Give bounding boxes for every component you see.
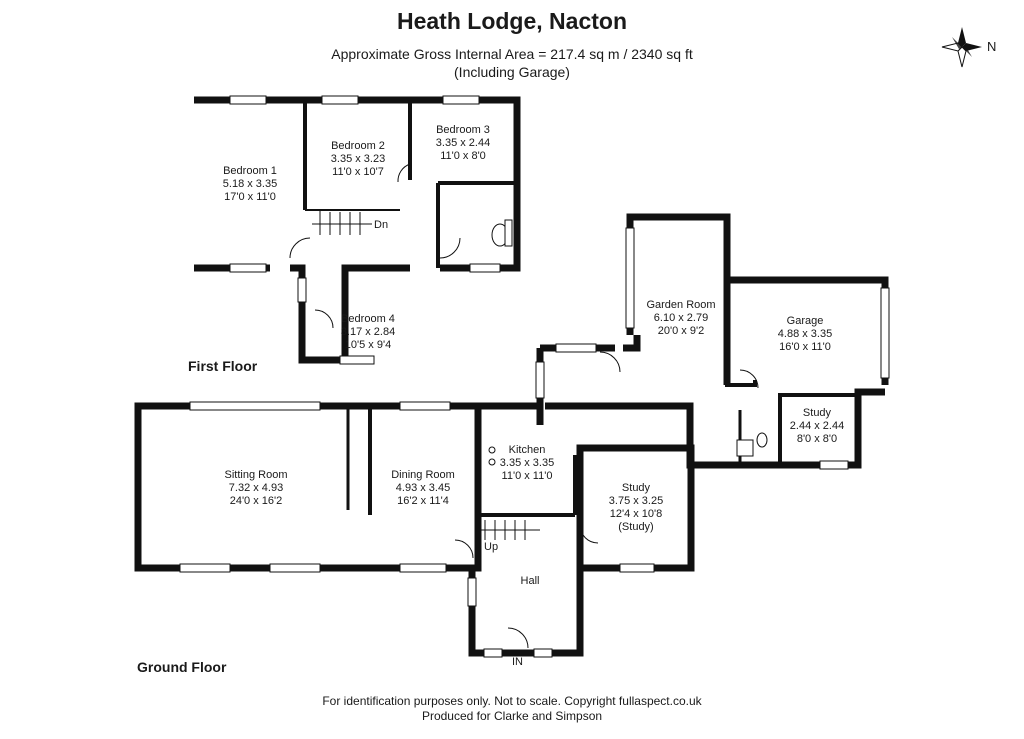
first-floor-label: First Floor [188,358,258,374]
room-hall: Hall [520,575,540,587]
footer-disclaimer: For identification purposes only. Not to… [322,694,702,708]
compass-rose-icon [941,27,982,68]
plan-title: Heath Lodge, Nacton [396,8,627,34]
garage-note: (Including Garage) [454,64,570,80]
compass-north-label: N [987,39,997,54]
entrance-label: IN [512,656,523,668]
stairs-down-label: Dn [374,219,389,231]
stairs-up-label: Up [484,541,499,553]
ground-floor-label: Ground Floor [137,659,227,675]
gross-area-line: Approximate Gross Internal Area = 217.4 … [331,46,693,62]
footer-credit: Produced for Clarke and Simpson [421,709,603,723]
